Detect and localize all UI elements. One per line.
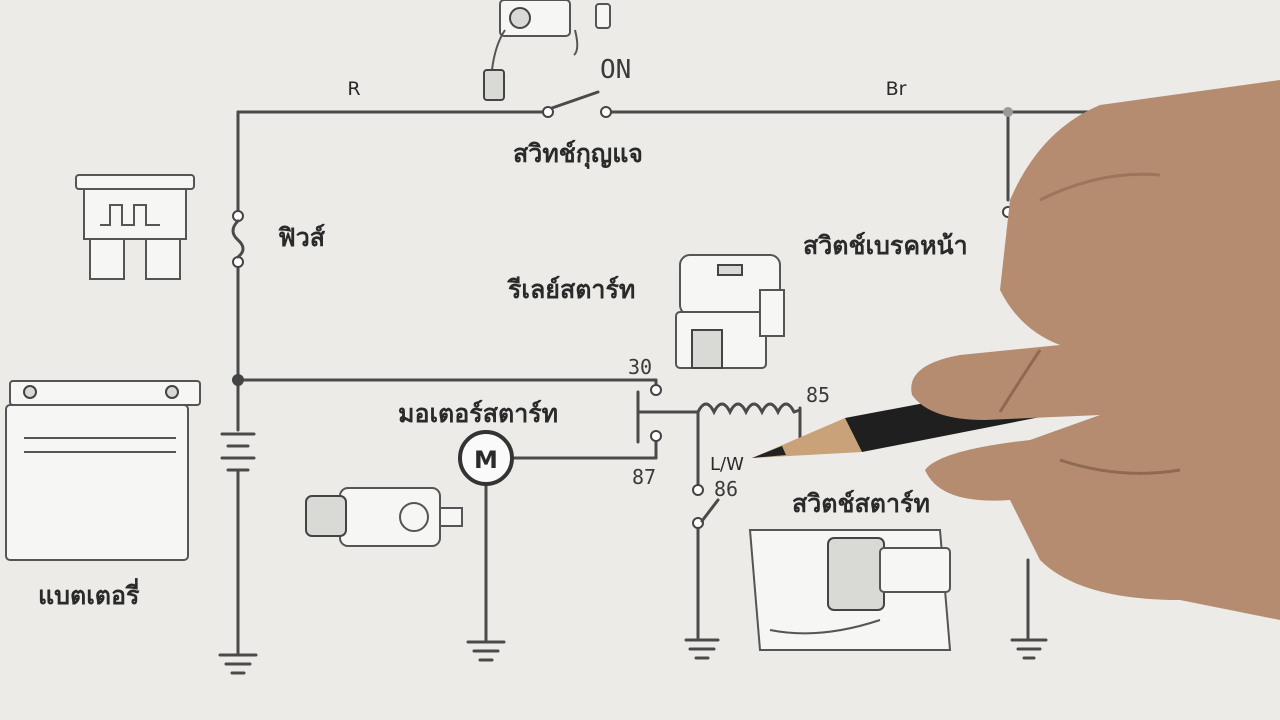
starter-relay-label: รีเลย์สตาร์ท <box>506 275 635 304</box>
starter-switch-label: สวิตช์สตาร์ท <box>792 489 930 518</box>
terminal-87-label: 87 <box>632 465 656 489</box>
starter-motor-picture <box>305 487 463 547</box>
motor-symbol: M <box>458 430 514 486</box>
pencil-lead <box>752 446 786 458</box>
junction-dot <box>1003 107 1013 117</box>
wire-label-lw: L/W <box>710 454 744 475</box>
ground-symbol-battery <box>218 653 258 675</box>
circuit-wires <box>236 110 1102 657</box>
starter-switch-symbol <box>692 484 720 529</box>
battery-symbol <box>220 432 256 472</box>
relay-contact-symbol <box>650 384 662 442</box>
junction-dot <box>232 374 244 386</box>
ground-symbol-starter-switch <box>684 638 720 660</box>
motor-symbol-label: M <box>474 446 498 474</box>
ignition-key-picture <box>483 0 611 101</box>
terminal-30-label: 30 <box>628 355 652 379</box>
battery-label: แบตเตอรี่ <box>38 578 140 610</box>
ground-symbol-motor <box>466 640 506 662</box>
battery-picture <box>5 380 201 561</box>
starter-switch-picture <box>748 529 952 651</box>
ground-symbol-brake <box>1010 638 1048 660</box>
terminal-85-label: 85 <box>806 383 830 407</box>
hand-shape <box>911 80 1280 620</box>
relay-picture <box>675 254 785 369</box>
wire-label-r: R <box>347 78 360 100</box>
wire-label-br: Br <box>886 78 907 100</box>
terminal-86-label: 86 <box>714 477 738 501</box>
ignition-switch-label: สวิทช์กุญแจ <box>513 139 643 170</box>
front-brake-switch-label: สวิตช์เบรคหน้า <box>803 231 968 260</box>
starter-motor-label: มอเตอร์สตาร์ท <box>398 399 558 428</box>
handwritten-on: ON <box>600 55 631 85</box>
relay-coil-symbol <box>696 402 802 416</box>
ignition-switch-symbol <box>542 90 612 118</box>
fuse-label: ฟิวส์ <box>278 223 326 252</box>
fuse-symbol <box>231 210 245 268</box>
hand-with-pencil <box>752 80 1280 620</box>
fuse-picture <box>75 174 195 280</box>
